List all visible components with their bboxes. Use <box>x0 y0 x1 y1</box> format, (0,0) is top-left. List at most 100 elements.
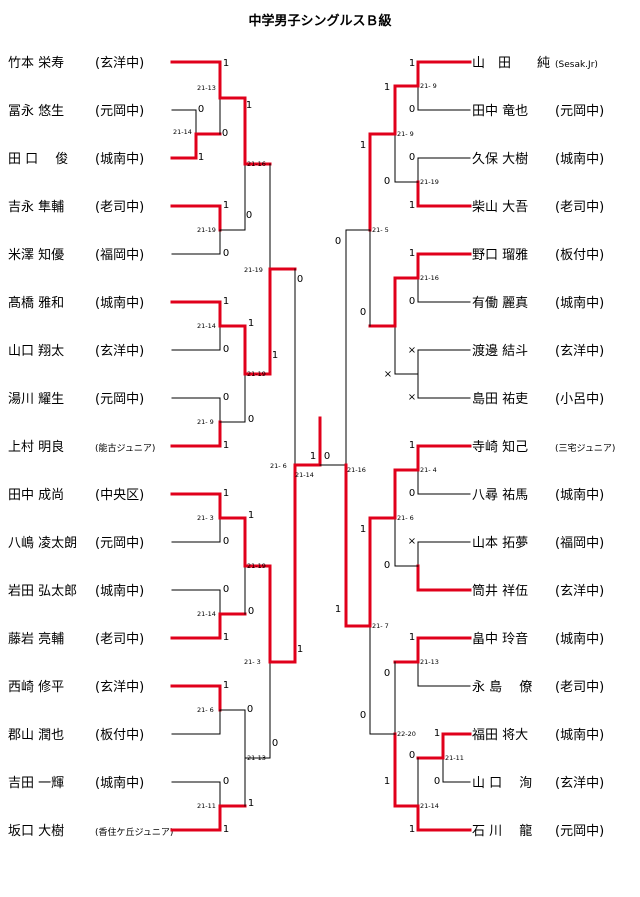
match-score: 22-20 <box>397 730 416 738</box>
result-mark: 1 <box>434 728 440 739</box>
player-school: (元岡中) <box>95 536 144 551</box>
player-name: 野口 瑠雅 <box>472 248 528 263</box>
result-mark: 1 <box>198 152 204 163</box>
result-mark: 0 <box>297 274 303 285</box>
player-name: 坂口 大樹 <box>8 824 64 839</box>
page-title: 中学男子シングルスＢ級 <box>248 14 392 29</box>
result-mark: 1 <box>384 776 390 787</box>
match-score: 21- 9 <box>397 130 414 138</box>
result-mark: 0 <box>223 344 229 355</box>
player-name: 福田 将大 <box>472 728 528 743</box>
player-name: 吉田 一輝 <box>8 776 64 791</box>
result-mark: 1 <box>248 510 254 521</box>
player-name: 田 口 俊 <box>8 152 68 167</box>
player-name: 西崎 修平 <box>8 680 64 695</box>
player-name: 湯川 耀生 <box>8 392 64 407</box>
match-score: 21- 7 <box>372 622 389 630</box>
match-score: 21- 9 <box>420 82 437 90</box>
player-school: (元岡中) <box>555 824 604 839</box>
result-mark: × <box>408 392 416 403</box>
player-name: 竹本 栄寿 <box>8 56 64 71</box>
result-mark: 0 <box>223 536 229 547</box>
match-score: 21-14 <box>173 128 192 136</box>
result-mark: 0 <box>223 776 229 787</box>
result-mark: 1 <box>360 140 366 151</box>
player-school: (城南中) <box>95 775 144 791</box>
player-name: 上村 明良 <box>8 439 64 455</box>
match-score: 21-13 <box>420 658 439 666</box>
player-school: (三宅ジュニア) <box>555 442 615 454</box>
player-school: (玄洋中) <box>95 56 144 71</box>
result-mark: 0 <box>384 560 390 571</box>
match-score: 21-19 <box>420 178 439 186</box>
player-school: (城南中) <box>555 631 604 647</box>
match-score: 21- 5 <box>372 226 389 234</box>
result-mark: 1 <box>223 488 229 499</box>
player-name: 八尋 祐馬 <box>472 488 528 503</box>
result-mark: 0 <box>409 750 415 761</box>
match-score: 21-19 <box>244 266 263 274</box>
player-school: (城南中) <box>555 727 604 743</box>
player-school: (板付中) <box>555 248 604 263</box>
player-name: 島田 祐吏 <box>472 391 528 407</box>
result-mark: 0 <box>223 392 229 403</box>
player-name: 渡邊 結斗 <box>472 343 528 359</box>
result-mark: 1 <box>409 632 415 643</box>
player-school: (元岡中) <box>555 104 604 119</box>
result-mark: 0 <box>409 296 415 307</box>
result-mark: 0 <box>409 488 415 499</box>
result-mark: × <box>408 345 416 356</box>
player-name: 石 川 龍 <box>472 823 532 839</box>
player-name: 田中 竜也 <box>472 104 528 119</box>
player-school: (小呂中) <box>555 392 604 407</box>
player-school: (福岡中) <box>555 536 604 551</box>
player-name: 吉永 隼輔 <box>8 199 64 215</box>
match-score: 21-14 <box>197 322 216 330</box>
match-score: 21-16 <box>347 466 366 474</box>
result-mark: 1 <box>409 440 415 451</box>
result-mark: 1 <box>246 100 252 111</box>
player-name: 八嶋 凌太朗 <box>8 536 77 551</box>
match-score: 21-14 <box>420 802 439 810</box>
result-mark: 1 <box>223 296 229 307</box>
player-name: 山本 拓夢 <box>472 536 528 551</box>
match-score: 21-11 <box>197 802 216 810</box>
result-mark: 0 <box>409 104 415 115</box>
player-name: 藤岩 亮輔 <box>8 631 64 647</box>
player-school: (玄洋中) <box>95 344 144 359</box>
player-name: 久保 大樹 <box>472 152 528 167</box>
player-name: 筒井 祥伍 <box>472 583 528 599</box>
result-mark: 0 <box>324 451 330 462</box>
result-mark: 0 <box>198 104 204 115</box>
result-mark: 0 <box>384 176 390 187</box>
player-school: (能古ジュニア) <box>95 442 155 454</box>
match-score: 21- 4 <box>420 466 437 474</box>
result-mark: 1 <box>384 82 390 93</box>
result-mark: 0 <box>247 704 253 715</box>
player-school: (元岡中) <box>95 392 144 407</box>
player-name: 米澤 知優 <box>8 247 64 263</box>
match-score: 21- 3 <box>244 658 261 666</box>
match-score: 21-19 <box>197 226 216 234</box>
match-score: 21- 9 <box>197 418 214 426</box>
result-mark: 0 <box>360 307 366 318</box>
result-mark: 1 <box>223 200 229 211</box>
match-score: 21- 6 <box>197 706 214 714</box>
player-school: (元岡中) <box>95 104 144 119</box>
match-score: 21-11 <box>445 754 464 762</box>
result-mark: 1 <box>409 248 415 259</box>
result-mark: 0 <box>360 710 366 721</box>
match-score: 21- 3 <box>197 514 214 522</box>
player-school: (玄洋中) <box>95 680 144 695</box>
player-name: 柴山 大吾 <box>472 200 528 215</box>
result-mark: 0 <box>434 776 440 787</box>
player-name: 郡山 潤也 <box>8 728 64 743</box>
player-school: (城南中) <box>555 151 604 167</box>
result-mark: 1 <box>409 58 415 69</box>
result-mark: 0 <box>409 152 415 163</box>
result-mark: 1 <box>272 350 278 361</box>
player-school: (城南中) <box>555 487 604 503</box>
result-mark: 1 <box>409 824 415 835</box>
player-school: (老司中) <box>555 680 604 695</box>
result-mark: 0 <box>222 128 228 139</box>
